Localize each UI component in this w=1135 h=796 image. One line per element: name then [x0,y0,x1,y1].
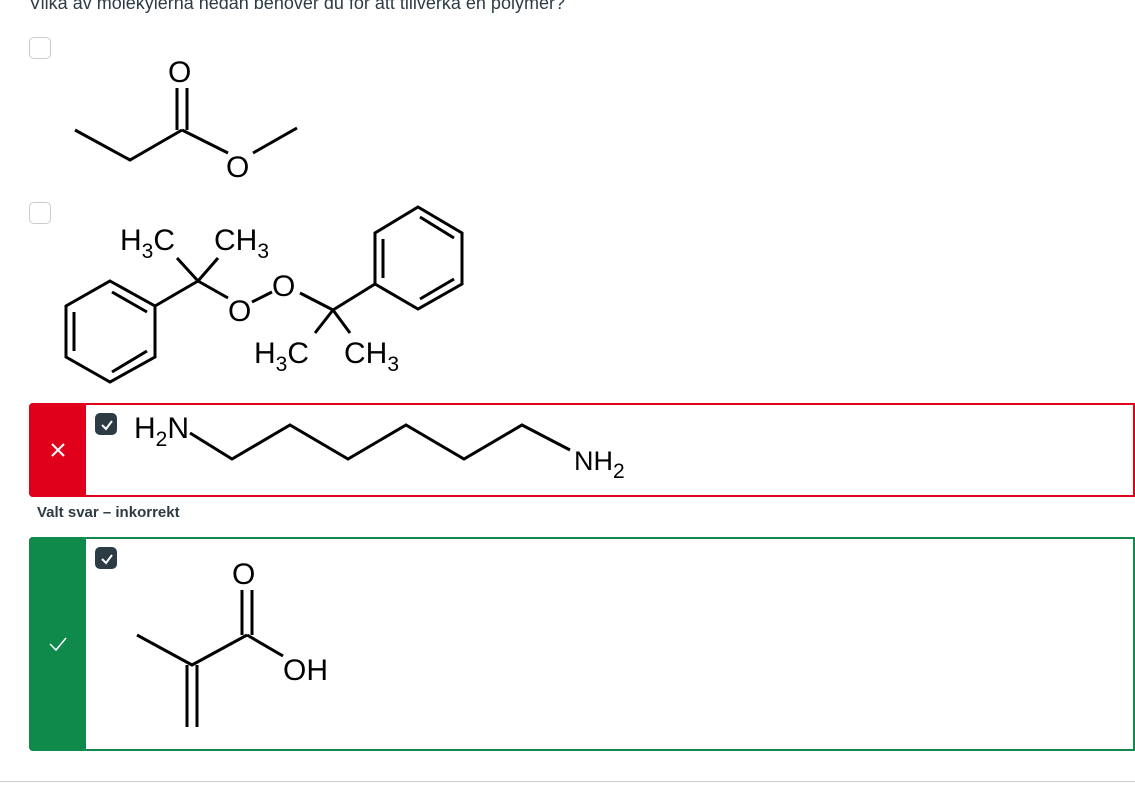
divider [0,781,1135,782]
svg-text:O: O [168,56,191,89]
svg-text:H3C: H3C [120,224,175,263]
svg-text:O: O [272,270,295,303]
feedback-label: Valt svar – inkorrekt [37,504,180,521]
option-1-checkbox[interactable] [29,37,51,59]
svg-text:CH3: CH3 [214,224,269,263]
check-icon [48,637,67,652]
svg-text:O: O [228,295,251,328]
option-4-checkbox[interactable] [95,547,117,569]
correct-indicator [29,537,86,751]
question-text: Vilka av molekylerna nedan behöver du fö… [29,0,565,13]
check-icon [101,554,113,565]
option-4-correct-answer [29,537,1135,751]
option-3-checkbox[interactable] [95,413,117,435]
svg-text:O: O [226,151,249,184]
check-icon [101,420,113,431]
close-icon [50,443,65,457]
svg-text:H3C: H3C [254,337,309,376]
option-2-checkbox[interactable] [29,202,51,224]
incorrect-indicator [29,403,86,497]
svg-text:CH3: CH3 [344,337,399,376]
option-3-incorrect-answer [29,403,1135,497]
